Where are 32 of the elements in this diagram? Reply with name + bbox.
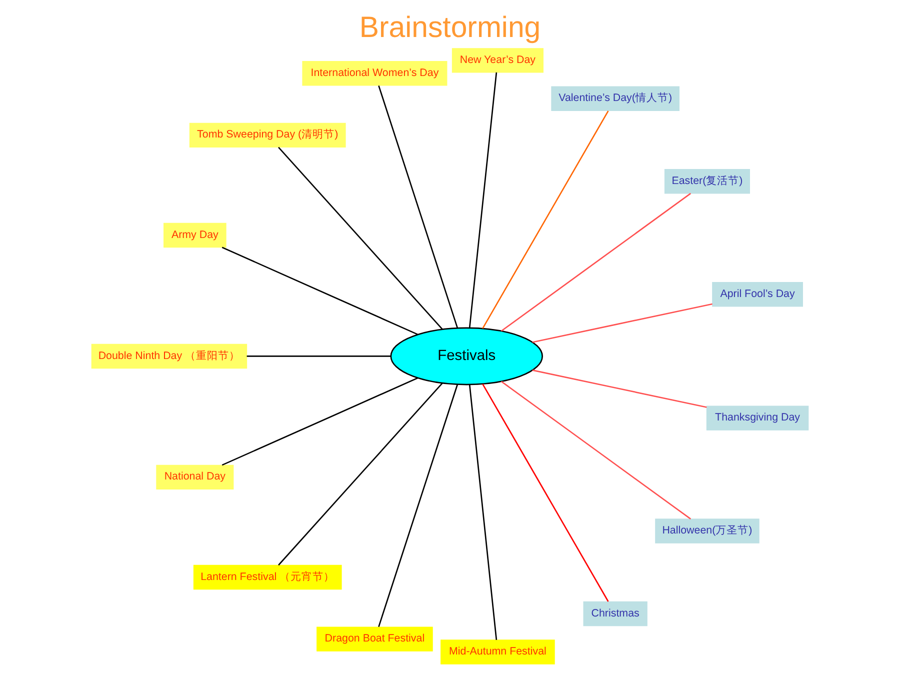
connector	[222, 246, 418, 336]
node-box: Mid-Autumn Festival	[440, 640, 555, 664]
connector	[278, 382, 443, 566]
node-box: Christmas	[583, 601, 648, 626]
connector	[378, 85, 458, 328]
node-ellipse: Festivals	[390, 327, 543, 386]
connector	[246, 356, 391, 357]
connector	[378, 384, 458, 627]
node-box: Lantern Festival （元宵节）	[193, 564, 342, 590]
connector	[482, 110, 609, 329]
connector	[500, 192, 692, 332]
node-box: April Fool’s Day	[712, 282, 803, 307]
node-box: International Women’s Day	[302, 61, 448, 86]
node-box: Tomb Sweeping Day (清明节)	[189, 122, 346, 148]
node-box: National Day	[156, 464, 234, 490]
connector	[532, 303, 712, 343]
connector	[468, 72, 498, 328]
node-box: Double Ninth Day （重阳节）	[91, 344, 248, 369]
connector	[468, 384, 498, 640]
node-box: Halloween(万圣节)	[655, 518, 760, 544]
connector	[482, 384, 609, 602]
connector	[278, 146, 443, 330]
node-box: Easter(复活节)	[664, 169, 750, 194]
connector	[222, 377, 418, 466]
node-box: Dragon Boat Festival	[316, 626, 433, 652]
diagram-title: Brainstorming	[359, 11, 541, 44]
node-box: Valentine’s Day(情人节)	[551, 86, 680, 112]
node-box: Army Day	[164, 222, 226, 248]
node-box: Thanksgiving Day	[706, 406, 809, 430]
connector	[500, 380, 692, 520]
connector	[532, 370, 707, 408]
node-box: New Year’s Day	[452, 48, 544, 73]
